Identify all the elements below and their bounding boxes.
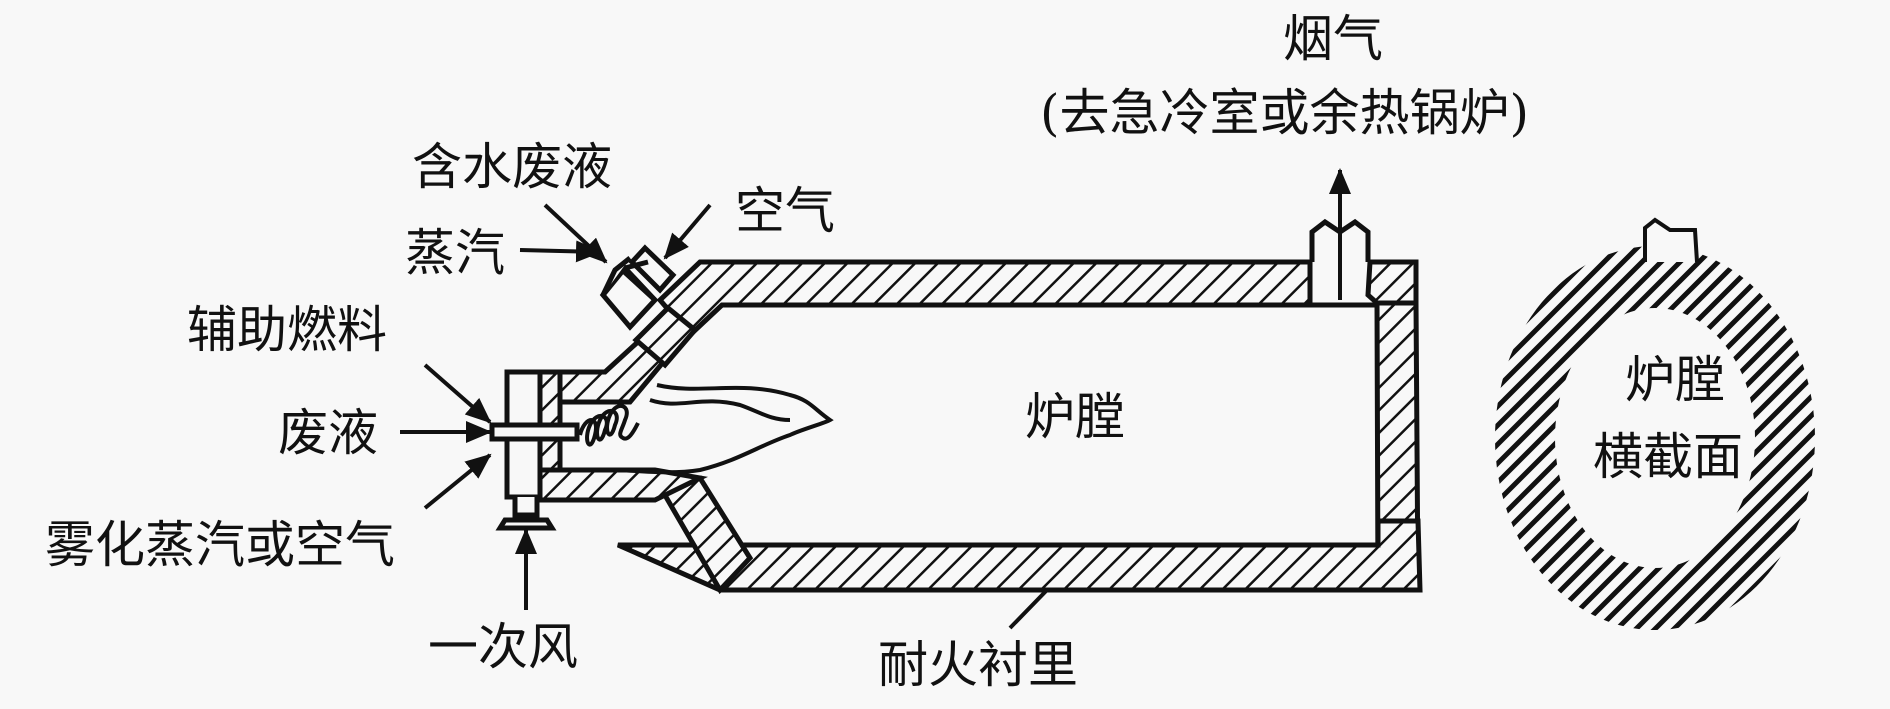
steam-arrow (519, 240, 602, 263)
cross-section-hatch-line (1582, 246, 1815, 630)
cross-section-hatch-line (1525, 246, 1815, 630)
cross-section-hatch-line (1772, 246, 1815, 630)
cross-section-hatch-line (1810, 246, 1815, 630)
refractory-lining-label: 耐火衬里 (878, 636, 1078, 694)
upper-neck (632, 304, 699, 369)
cross-section-hatch-line (1495, 246, 1763, 630)
top-wall (656, 259, 1313, 339)
cross-section-hatch-line (1601, 246, 1815, 630)
cross-section-hatch-line (1544, 246, 1815, 630)
cross-section-chimney (1643, 217, 1699, 263)
cross-section-hatch-line (1831, 200, 1890, 700)
burner-block-column (537, 369, 563, 473)
atomizing-arrow (423, 453, 492, 510)
cross-section-hatch-line (1495, 246, 1782, 630)
cross-section-hatch-line (1791, 246, 1815, 630)
cross-section-hatch-line (1495, 246, 1744, 630)
flame (578, 383, 834, 475)
aqueous-waste-label: 含水废液 (412, 138, 612, 196)
cross-section-label-line2: 横截面 (1593, 428, 1743, 486)
steam-label: 蒸汽 (405, 224, 505, 282)
spiral (578, 404, 640, 447)
cross-section-hatch-line (1620, 246, 1815, 630)
furnace-chamber-label: 炉膛 (1025, 388, 1125, 446)
cross-section-hatch-line (1495, 246, 1706, 630)
cross-section-hatch-line (1495, 246, 1801, 630)
cross-section-hatch-line (1563, 246, 1815, 630)
waste-liquid-label: 废液 (278, 404, 378, 462)
air-label: 空气 (735, 182, 835, 240)
cross-section-hatch-line (1495, 246, 1725, 630)
refractory-leader (1008, 588, 1049, 630)
input-arrows (400, 203, 1049, 630)
aqueous-injector (599, 244, 677, 331)
cross-section-label-line1: 炉膛 (1625, 351, 1725, 409)
refractory-wall (537, 259, 1423, 595)
auxiliary-fuel-label: 辅助燃料 (187, 301, 387, 359)
flue-gas-label: 烟气 (1283, 10, 1383, 68)
atomizing-medium-label: 雾化蒸汽或空气 (45, 516, 395, 574)
top-right-wall (1365, 259, 1419, 306)
air-arrow (663, 203, 712, 260)
cross-section-hatch-line (1495, 246, 1668, 630)
cross-section-hatch-line (1850, 200, 1890, 700)
burner (489, 369, 580, 531)
cross-section-hatch-line (1869, 200, 1890, 700)
cross-section-hatch-line (1495, 246, 1649, 630)
flue-gas-destination-label: (去急冷室或余热锅炉) (1040, 84, 1530, 142)
primary-air-label: 一次风 (428, 618, 578, 676)
cross-section-hatch-line (1495, 246, 1687, 630)
aux-fuel-arrow (423, 363, 492, 424)
